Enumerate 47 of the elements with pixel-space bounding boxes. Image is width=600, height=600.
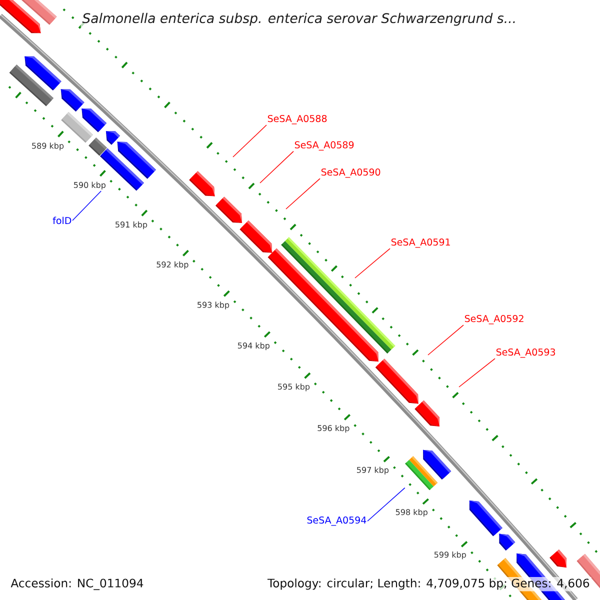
gene-label: SeSA_A0594 — [307, 516, 366, 526]
gene-label: SeSA_A0593 — [496, 348, 556, 358]
tick-label: 595 kbp — [278, 383, 310, 392]
leader-line — [367, 487, 406, 522]
gene-label: folD — [52, 216, 72, 224]
leader-line — [354, 248, 390, 278]
tick-label: 590 kbp — [74, 182, 106, 190]
gene-label: SeSA_A0592 — [464, 314, 524, 324]
gene-label: SeSA_A0591 — [391, 238, 450, 248]
gene-bar — [189, 171, 215, 196]
footer-text: Topology: circular; Length: 4,709,075 bp; Genes: 4,606 — [266, 576, 592, 592]
title: Salmonella enterica subsp. enterica serovar Schwarzengrund s... — [80, 11, 518, 28]
tick-label: 598 kbp — [396, 508, 428, 517]
gene-bar — [375, 358, 418, 404]
tick-label: 592 kbp — [156, 261, 188, 270]
leader-line — [72, 190, 102, 221]
gene-label: SeSA_A0590 — [321, 168, 380, 178]
gene-bar — [215, 196, 242, 223]
tick-label: 593 kbp — [198, 302, 230, 310]
gene-bar — [82, 108, 107, 132]
gene-bar — [106, 131, 120, 145]
footer-text: Accession: NC_011094 — [9, 576, 146, 592]
gene-bar — [61, 112, 93, 143]
tick-label: 599 kbp — [434, 552, 466, 560]
gene-bar — [405, 456, 438, 490]
gene-bar — [469, 500, 502, 536]
gene-bar — [414, 400, 440, 426]
tick-label: 597 kbp — [357, 466, 389, 474]
gene-label: SeSA_A0589 — [294, 141, 354, 151]
tick-label: 591 kbp — [116, 221, 148, 230]
tick-label: 589 kbp — [32, 142, 64, 150]
leader-line — [260, 150, 294, 184]
gene-label: SeSA_A0588 — [268, 114, 327, 124]
leader-line — [286, 178, 320, 210]
leader-line — [428, 324, 464, 356]
gene-bar — [499, 534, 516, 551]
leader-line — [458, 358, 496, 388]
gene-bar — [268, 248, 378, 362]
tick-label: 594 kbp — [238, 342, 270, 350]
tick-label: 596 kbp — [318, 424, 350, 433]
gene-bar — [60, 89, 84, 112]
gene-bar — [21, 0, 57, 25]
gene-bar — [88, 138, 107, 156]
gene-bar — [240, 220, 272, 253]
leader-line — [232, 124, 267, 158]
gene-bar — [9, 64, 54, 106]
gene-bar — [550, 550, 567, 568]
